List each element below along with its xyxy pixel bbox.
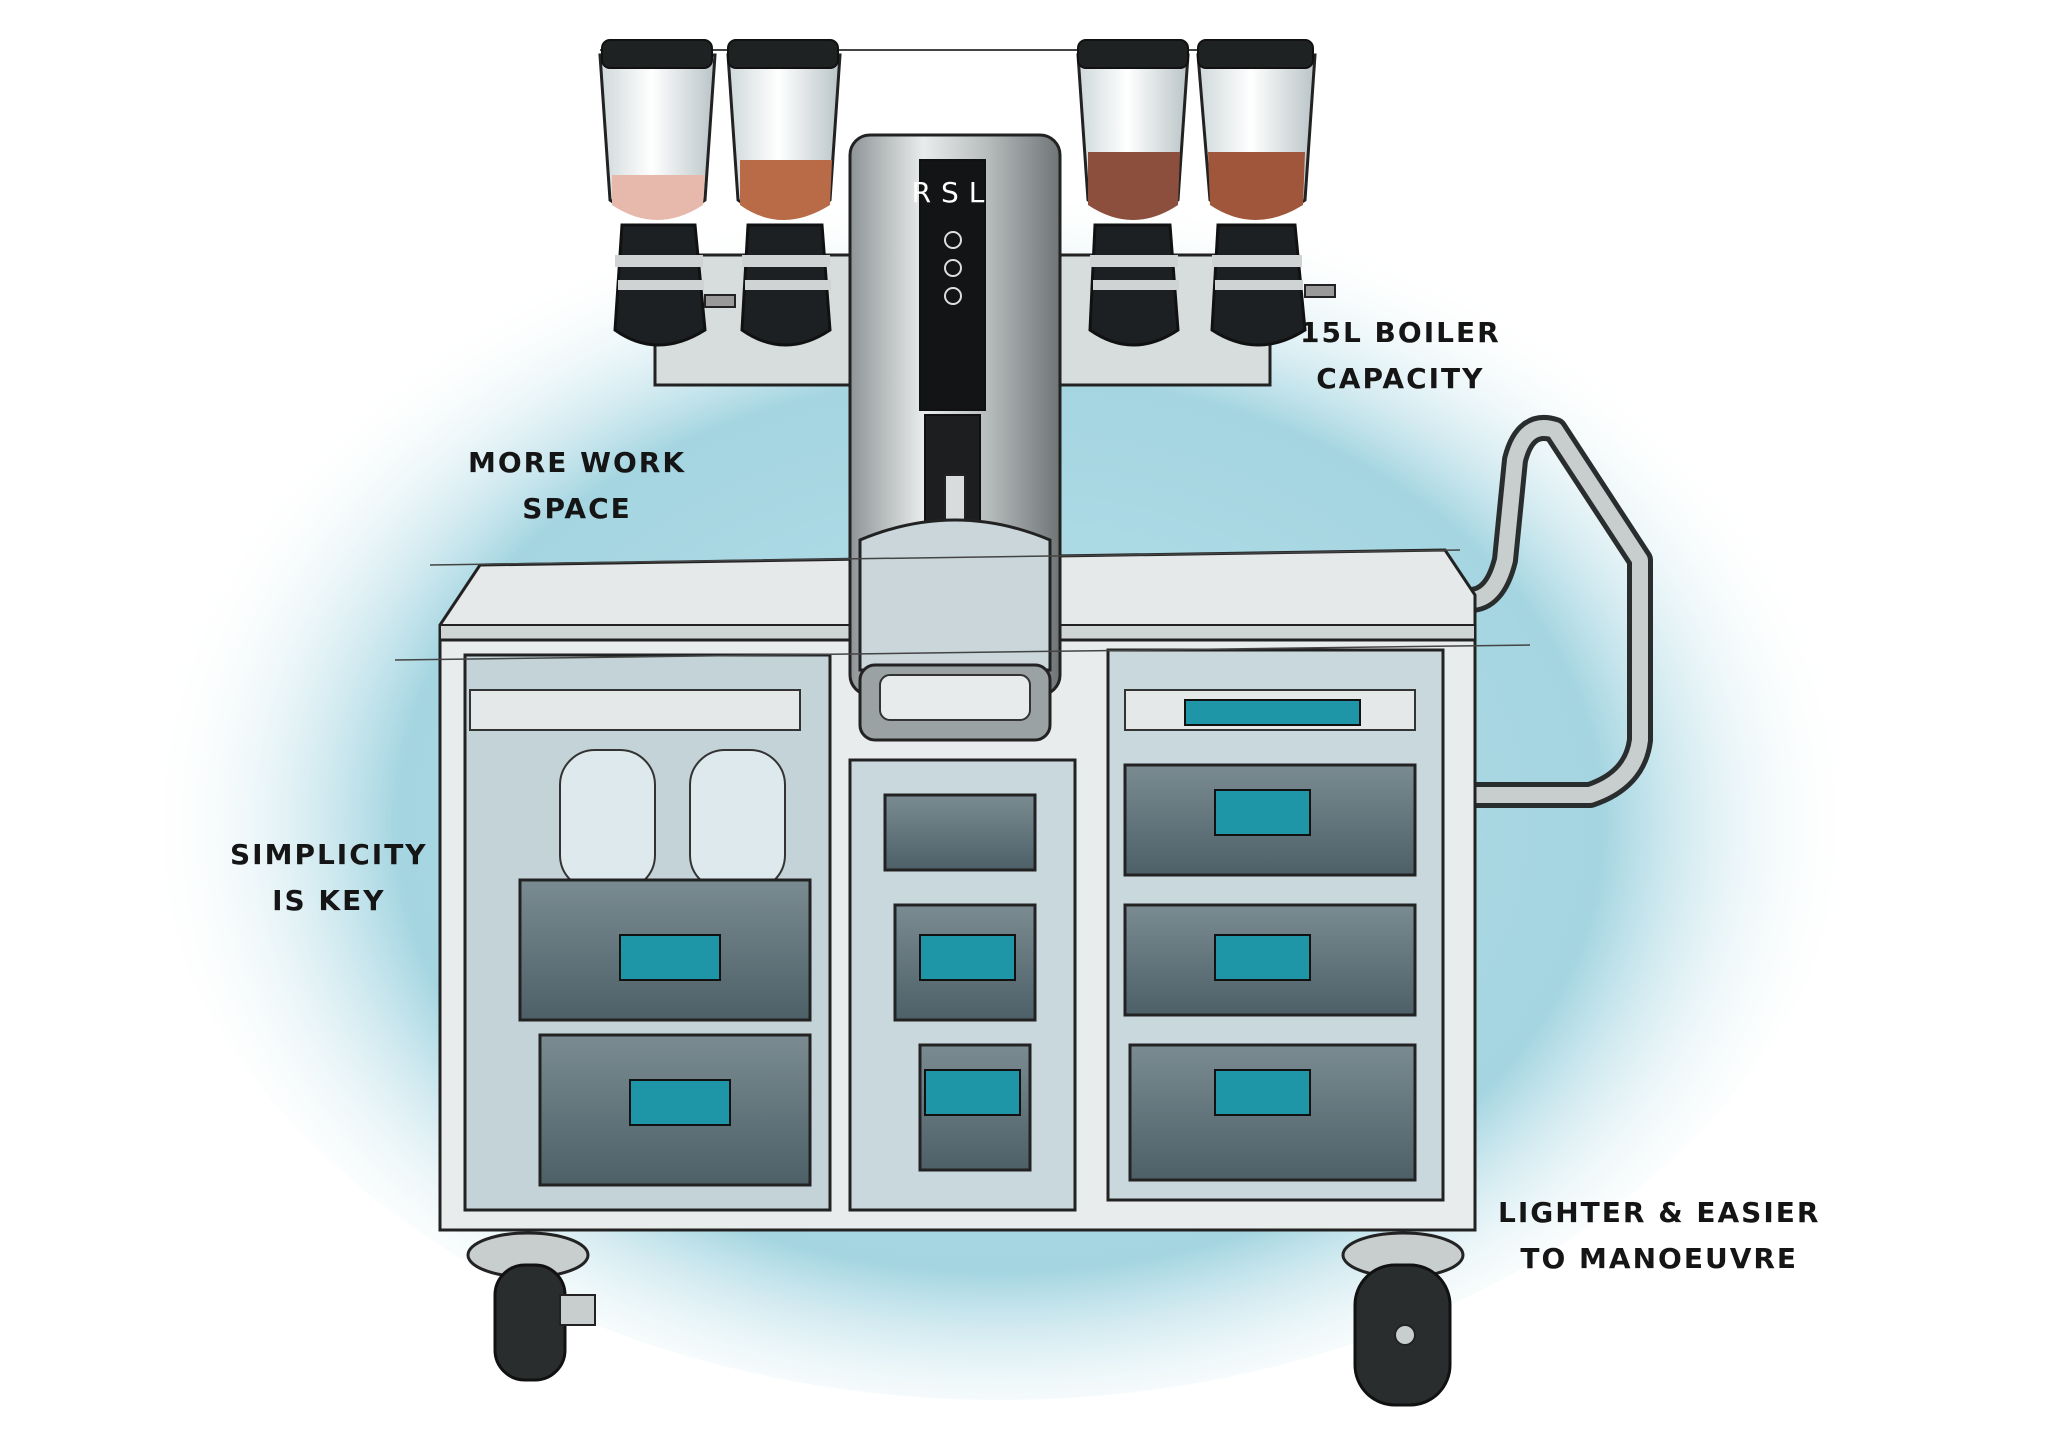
boiler-control-panel <box>919 159 986 411</box>
center-tray-2 <box>893 903 1037 1022</box>
annotation-mobility-line-2: TO MANOEUVRE <box>1520 1242 1799 1275</box>
annotation-mobility: LIGHTER & EASIER TO MANOEUVRE <box>1498 1190 1820 1282</box>
annotation-work-space: MORE WORK SPACE <box>468 440 686 532</box>
annotation-simplicity: SIMPLICITY IS KEY <box>230 832 428 924</box>
annotation-simplicity-line-1: SIMPLICITY <box>230 838 428 871</box>
cup-holder <box>469 689 801 731</box>
center-tray-1 <box>883 793 1037 872</box>
control-knob-1 <box>944 231 962 249</box>
brand-label: RSL <box>912 176 995 209</box>
annotation-boiler-capacity: 15L BOILER CAPACITY <box>1300 310 1501 402</box>
front-left-wheel <box>466 1231 596 1382</box>
right-tray-3 <box>1128 1043 1417 1182</box>
annotation-boiler-line-1: 15L BOILER <box>1300 316 1501 349</box>
annotation-boiler-line-2: CAPACITY <box>1316 362 1485 395</box>
annotation-workspace-line-1: MORE WORK <box>468 446 687 479</box>
control-knob-3 <box>944 287 962 305</box>
cereal-dispenser-3 <box>1076 39 1190 347</box>
left-tray-2 <box>538 1033 812 1187</box>
center-tray-3 <box>918 1043 1032 1172</box>
control-knob-2 <box>944 259 962 277</box>
front-right-wheel <box>1341 1231 1465 1407</box>
left-tray-1 <box>518 878 812 1022</box>
right-tray-2 <box>1123 903 1417 1017</box>
annotation-mobility-line-1: LIGHTER & EASIER <box>1498 1196 1821 1229</box>
cereal-dispenser-4 <box>1196 39 1336 347</box>
right-tray-1 <box>1123 763 1417 877</box>
cup-stack-2 <box>689 749 786 891</box>
water-boiler <box>848 133 1062 742</box>
cup-stack-1 <box>559 749 656 891</box>
cereal-dispenser-2 <box>726 39 842 347</box>
cereal-dispenser-1 <box>598 39 736 347</box>
annotation-simplicity-line-2: IS KEY <box>272 884 386 917</box>
annotation-workspace-line-2: SPACE <box>522 492 632 525</box>
